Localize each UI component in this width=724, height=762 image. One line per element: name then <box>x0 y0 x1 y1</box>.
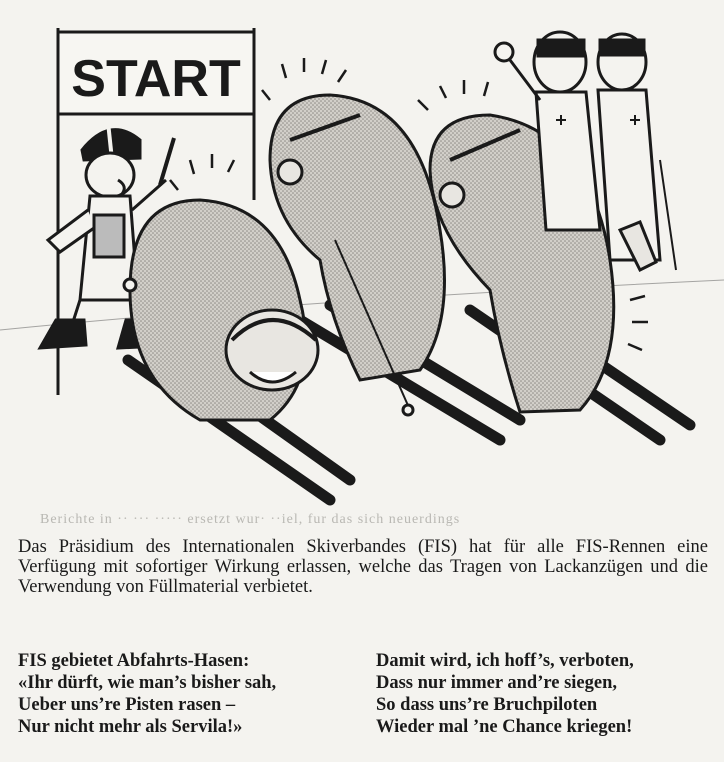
verse-line: Ueber uns’re Pisten rasen – <box>18 695 236 715</box>
verse-line: Dass nur immer and’re siegen, <box>376 673 618 693</box>
cartoon-illustration: START <box>0 28 724 506</box>
verse-line: So dass uns’re Bruchpiloten <box>376 695 598 715</box>
verse-line: Damit wird, ich hoff’s, verboten, <box>376 651 634 671</box>
caption-paragraph: Das Präsidium des Internationalen Skiver… <box>18 537 708 597</box>
motion-lines <box>169 58 648 352</box>
verse-left-column: FIS gebietet Abfahrts-Hasen: «Ihr dürft,… <box>18 650 368 738</box>
verse-line: «Ihr dürft, wie man’s bisher sah, <box>18 673 277 693</box>
bleed-through-text: Berichte in ·· ··· ····· ersetzt wur· ··… <box>40 512 461 527</box>
start-sign-text: START <box>71 50 241 108</box>
verse-line: FIS gebietet Abfahrts-Hasen: <box>18 651 250 671</box>
skier-front <box>122 198 320 422</box>
verse-line: Nur nicht mehr als Servila!» <box>18 717 243 737</box>
race-starter <box>37 121 176 350</box>
skier-middle <box>268 93 446 417</box>
medics <box>493 30 677 273</box>
start-banner: START <box>56 28 256 395</box>
verse-line: Wieder mal ’ne Chance kriegen! <box>376 717 633 737</box>
verse-right-column: Damit wird, ich hoff’s, verboten, Dass n… <box>376 650 724 738</box>
